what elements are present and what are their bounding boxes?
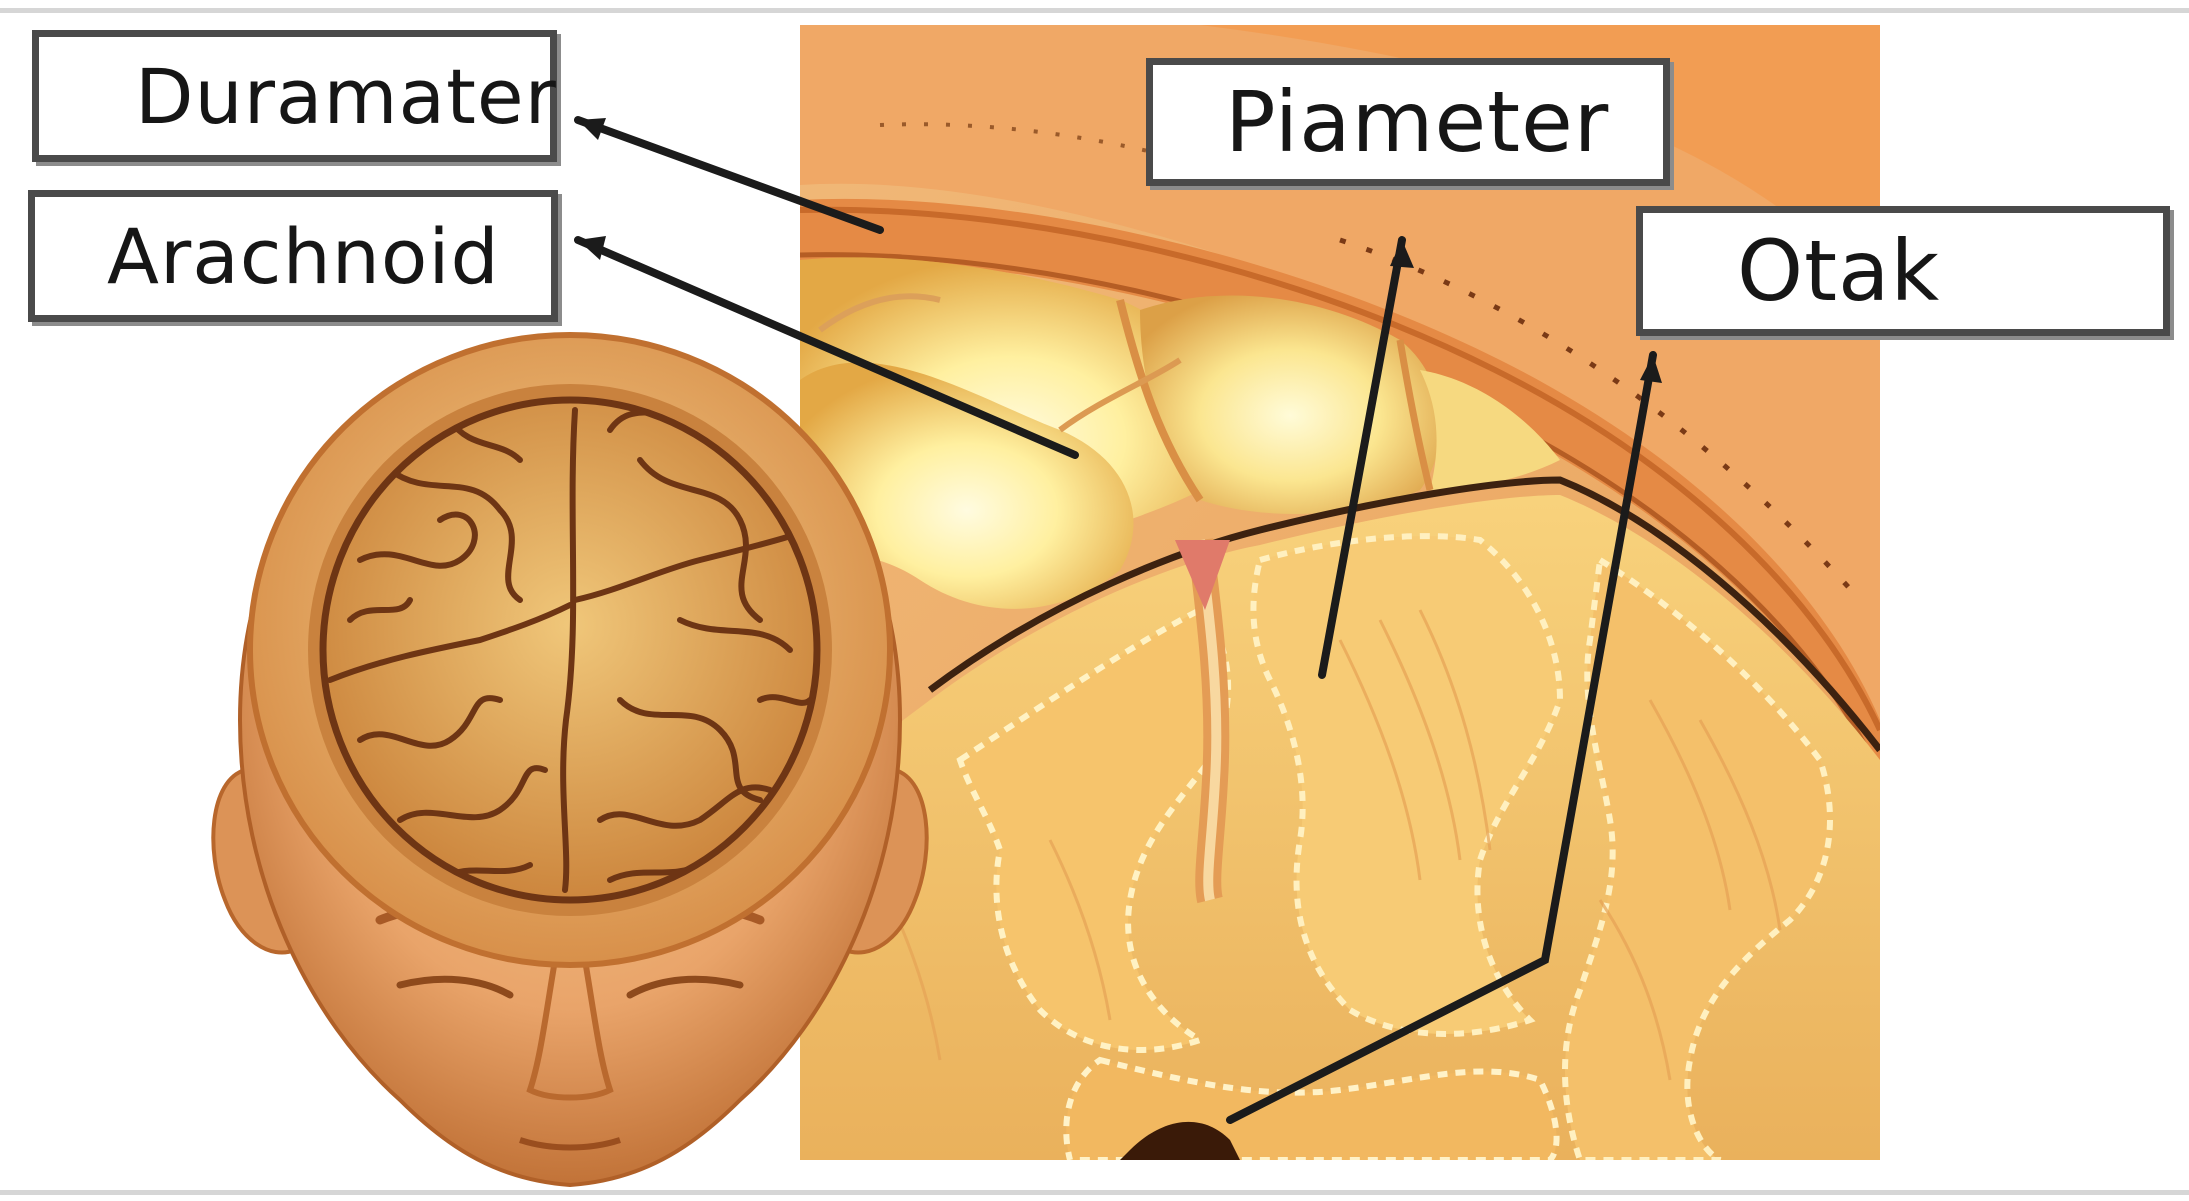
- label-piameter-text: Piameter: [1225, 73, 1609, 171]
- top-rule: [0, 8, 2189, 13]
- label-duramater-text: Duramater: [135, 52, 557, 141]
- arrowhead-duramater: [578, 118, 606, 140]
- arrowhead-arachnoid: [578, 236, 606, 260]
- bottom-rule: [0, 1190, 2189, 1195]
- label-piameter: Piameter: [1146, 58, 1670, 186]
- label-arachnoid: Arachnoid: [28, 190, 558, 322]
- label-duramater: Duramater: [32, 30, 557, 162]
- label-arachnoid-text: Arachnoid: [107, 212, 500, 301]
- label-otak-text: Otak: [1737, 222, 1940, 320]
- label-otak: Otak: [1636, 206, 2170, 336]
